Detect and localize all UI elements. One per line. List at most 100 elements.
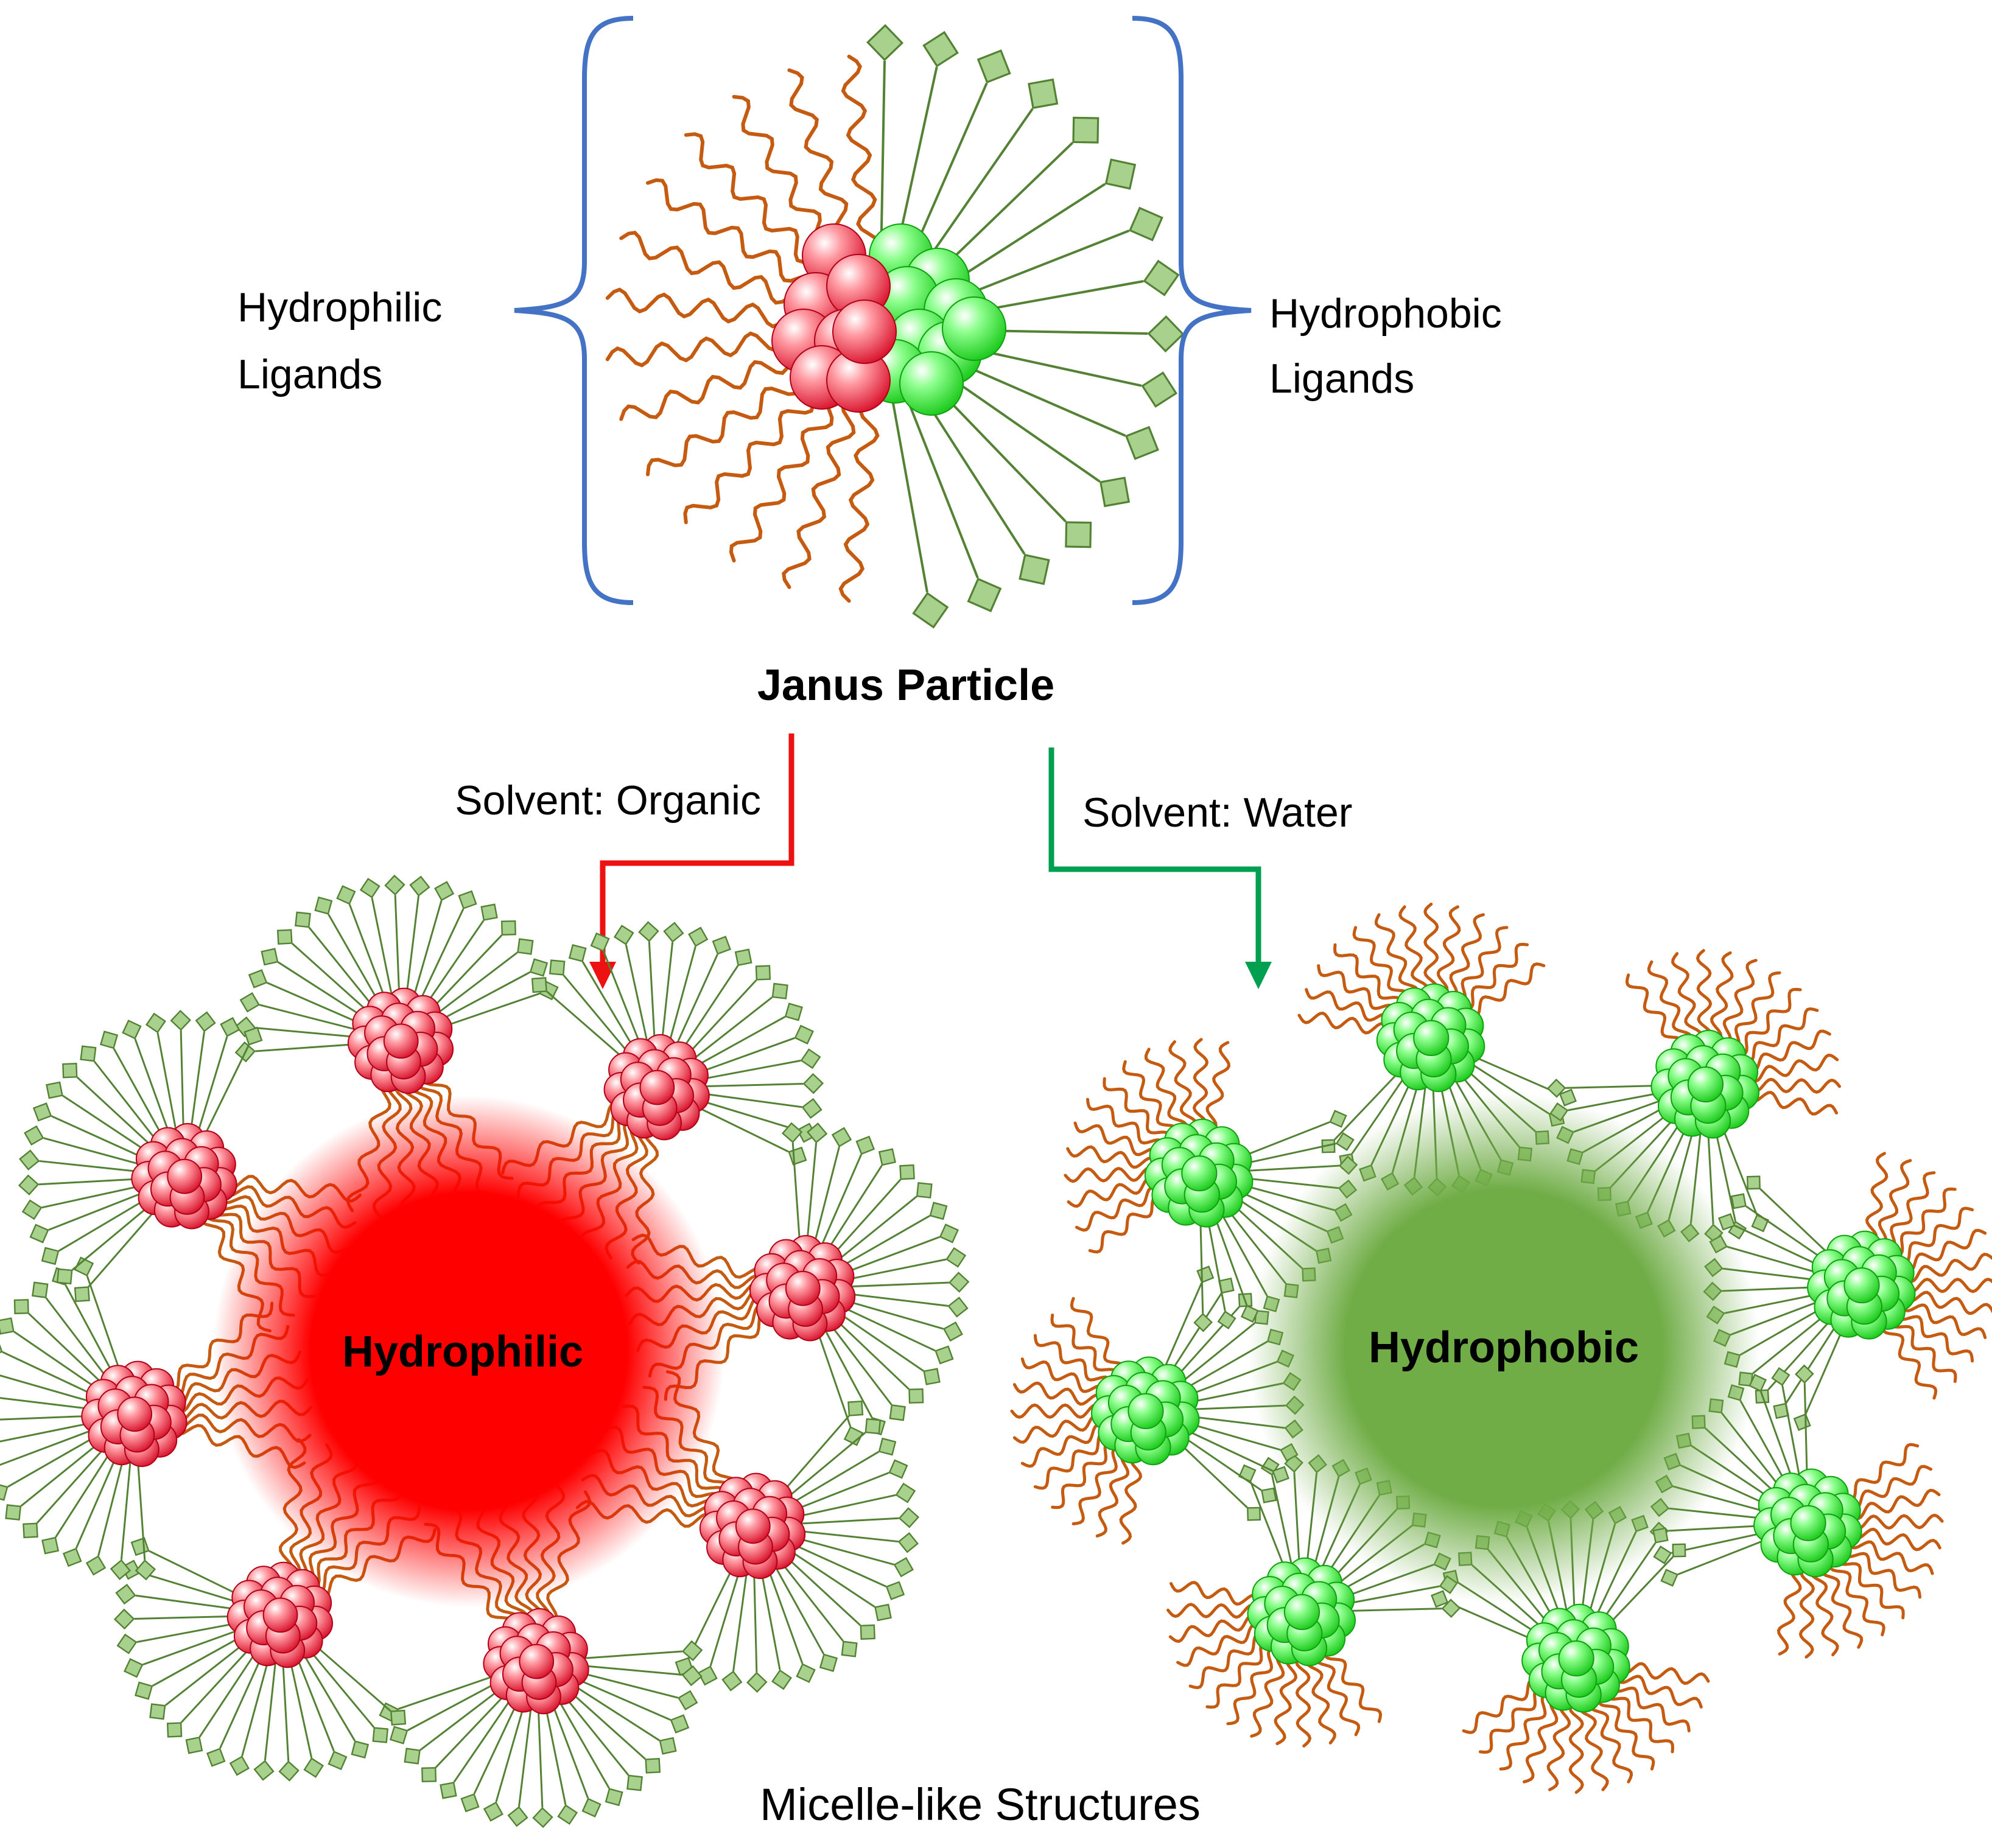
hydrophobic-ligand-head bbox=[483, 1801, 503, 1822]
hydrophobic-ligand-chain bbox=[198, 1645, 261, 1738]
hydrophilic-ligand-chain bbox=[1274, 1652, 1298, 1746]
hydrophobic-ligand-chain bbox=[542, 1697, 567, 1805]
hydrophobic-ligand-head bbox=[688, 926, 709, 947]
hydrophilic-ligand-chain bbox=[1119, 1451, 1143, 1545]
hydrophobic-ligand-chain bbox=[788, 1494, 896, 1520]
hydrophobic-ligand-chain bbox=[435, 1687, 513, 1768]
hydrophobic-ligand-head bbox=[1238, 1464, 1257, 1483]
hydrophobic-ligand-chain bbox=[791, 1143, 802, 1252]
hydrophobic-ligand-chain bbox=[134, 1615, 244, 1620]
hydrophobic-ligand-head bbox=[1793, 1413, 1811, 1431]
hydrophobic-ligand-head bbox=[568, 944, 587, 962]
red-particle-cluster bbox=[81, 1360, 188, 1468]
left-brace bbox=[514, 16, 634, 605]
hydrophobic-ligand-head bbox=[1546, 1078, 1566, 1098]
hydrophilic-ligand-chain bbox=[1902, 1253, 1992, 1283]
hydrophobic-ligand-head bbox=[874, 1603, 892, 1622]
hydrophobic-ligand-chain bbox=[241, 1650, 272, 1757]
hydrophilic-ligand-chain bbox=[1192, 1038, 1209, 1133]
hydrophobic-ligand-chain bbox=[573, 1650, 682, 1660]
hydrophobic-ligand-head bbox=[645, 1757, 661, 1774]
hydrophobic-ligand-chain bbox=[569, 1675, 671, 1721]
hydrophilic-core bbox=[213, 1096, 724, 1607]
hydrophobic-ligand-head bbox=[185, 1736, 203, 1754]
hydrophobic-ligands-label-line2: Ligands bbox=[1269, 355, 1414, 402]
hydrophobic-ligand-chain bbox=[429, 951, 518, 1020]
hydrophobic-ligand-head bbox=[500, 920, 516, 936]
hydrophobic-ligand-chain bbox=[200, 1045, 250, 1144]
hydrophobic-ligand-head bbox=[895, 1482, 916, 1503]
hydrophilic-ligand-chain bbox=[841, 54, 882, 258]
hydrophobic-ligand-chain bbox=[816, 1154, 863, 1256]
hydrophobic-ligand-chain bbox=[1677, 1535, 1775, 1575]
hydrophobic-ligand-chain bbox=[1727, 1245, 1827, 1276]
hydrophobic-ligand-chain bbox=[36, 1440, 111, 1524]
hydrophobic-ligand-chain bbox=[518, 1698, 533, 1807]
hydrophobic-ligand-chain bbox=[788, 1535, 894, 1566]
hydrophobic-ligand-head bbox=[220, 1017, 240, 1037]
atom-sphere bbox=[785, 1270, 821, 1306]
hydrophilic-ligand-chain bbox=[1064, 1166, 1159, 1183]
hydrophobic-ligand-chain bbox=[566, 1680, 661, 1741]
hydrophobic-ligand-chain bbox=[419, 1682, 508, 1751]
hydrophobic-ligand-chain bbox=[879, 61, 886, 262]
hydrophobic-ligand-chain bbox=[398, 1672, 502, 1710]
hydrophobic-ligand-head bbox=[800, 1048, 821, 1069]
hydrophobic-ligand-head bbox=[912, 592, 949, 629]
hydrophobic-ligand-head bbox=[135, 1681, 153, 1700]
hydrophobic-ligand-head bbox=[1028, 78, 1059, 110]
hydrophilic-ligand-chain bbox=[1067, 1176, 1159, 1208]
atom-sphere bbox=[1283, 1594, 1320, 1630]
hydrophobic-ligand-chain bbox=[660, 942, 674, 1052]
hydrophobic-ligand-chain bbox=[1235, 1164, 1339, 1172]
hydrophobic-ligand-chain bbox=[1175, 1430, 1262, 1491]
hydrophilic-ligand-chain bbox=[1523, 1696, 1562, 1783]
hydrophobic-ligand-head bbox=[1261, 1487, 1277, 1503]
hydrophobic-ligand-head bbox=[681, 1665, 703, 1687]
hydrophobic-ligand-head bbox=[146, 1012, 166, 1034]
hydrophobic-ligand-head bbox=[303, 1757, 324, 1778]
hydrophobic-ligand-chain bbox=[824, 1317, 893, 1405]
arrow-water bbox=[1048, 747, 1272, 989]
hydrophobic-ligand-chain bbox=[693, 1091, 802, 1108]
hydrophilic-ligand-chain bbox=[1499, 1692, 1554, 1771]
hydrophobic-ligand-chain bbox=[2, 1351, 102, 1400]
hydrophobic-ligand-head bbox=[239, 992, 260, 1013]
hydrophobic-ligand-chain bbox=[0, 1420, 99, 1443]
hydrophobic-ligand-head bbox=[19, 1149, 40, 1171]
hydrophobic-ligand-head bbox=[115, 1583, 136, 1605]
hydrophilic-ligand-chain bbox=[1890, 1187, 1957, 1257]
hydrophobic-ligand-chain bbox=[829, 1312, 910, 1390]
hydrophobic-ligand-head bbox=[41, 1536, 60, 1555]
hydrophobic-ligand-chain bbox=[43, 1137, 150, 1168]
hydrophobic-ligand-chain bbox=[0, 1397, 99, 1411]
atom-sphere bbox=[1843, 1267, 1880, 1304]
hydrophobic-ligand-chain bbox=[805, 1143, 818, 1253]
hydrophobic-ligand-head bbox=[166, 1722, 183, 1738]
micelle-hydrophobic-core: Hydrophobic bbox=[1010, 902, 1992, 1794]
hydrophobic-ligand-chain bbox=[281, 1651, 290, 1762]
hydrophilic-ligand-chain bbox=[1070, 1297, 1126, 1377]
hydrophilic-ligand-chain bbox=[1889, 1314, 1957, 1383]
hydrophobic-ligand-chain bbox=[264, 1651, 278, 1761]
hydrophilic-ligand-chain bbox=[1546, 1698, 1571, 1791]
hydrophobic-ligand-head bbox=[276, 929, 293, 945]
hydrophilic-ligand-chain bbox=[1250, 1650, 1288, 1738]
hydrophobic-ligand-chain bbox=[135, 1594, 245, 1611]
hydrophobic-ligand-head bbox=[314, 896, 333, 915]
hydrophobic-ligand-head bbox=[46, 1081, 63, 1099]
hydrophobic-ligand-chain bbox=[676, 965, 739, 1058]
hydrophobic-ligand-head bbox=[295, 911, 311, 928]
hydrophobic-ligand-chain bbox=[45, 1297, 114, 1386]
hydrophobic-ligand-head bbox=[261, 948, 279, 966]
hydrophilic-ligand-chain bbox=[1610, 1680, 1691, 1732]
hydrophobic-ligand-head bbox=[899, 1164, 915, 1180]
hydrophilic-ligand-chain bbox=[1819, 1561, 1864, 1649]
hydrophobic-ligand-chain bbox=[836, 1236, 940, 1276]
hydrophobic-ligand-head bbox=[898, 1507, 920, 1528]
hydrophobic-ligand-chain bbox=[835, 1303, 936, 1352]
red-particle-cluster bbox=[483, 1608, 589, 1715]
hydrophobic-ligand-chain bbox=[813, 1322, 852, 1427]
hydrophobic-ligand-chain bbox=[685, 996, 773, 1066]
hydrophobic-ligand-chain bbox=[770, 1558, 825, 1655]
